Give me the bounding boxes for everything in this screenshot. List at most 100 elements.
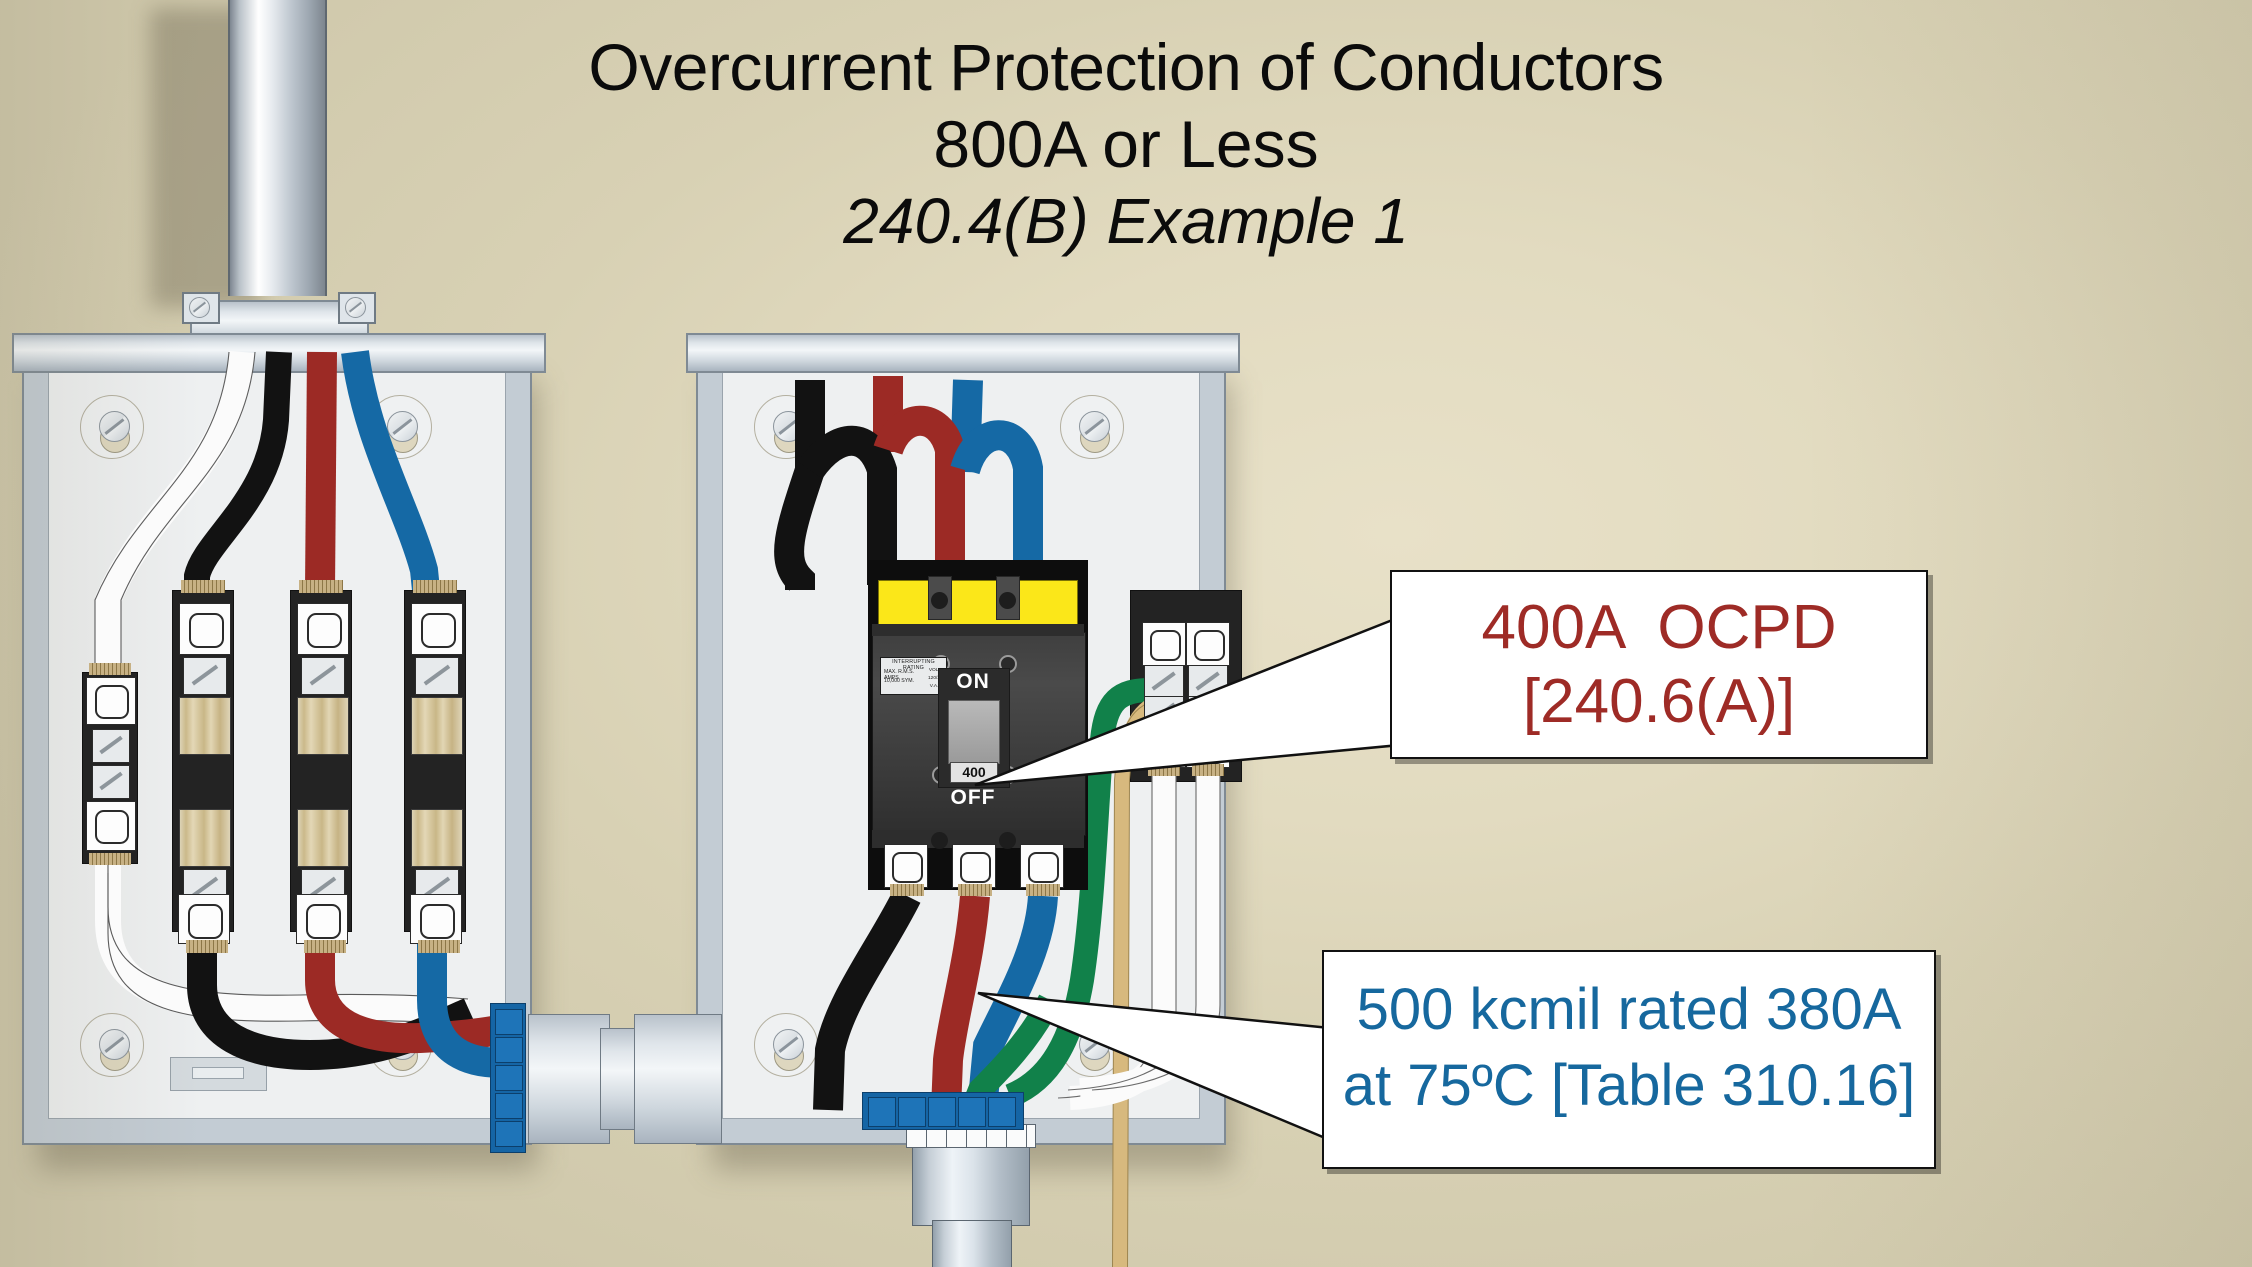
mast-screw-right <box>345 297 366 318</box>
nameplate-line-2: MAX. R.M.S. AMPS <box>884 669 914 681</box>
connector-segment <box>495 1093 523 1119</box>
page-title: Overcurrent Protection of Conductors 800… <box>0 28 2252 260</box>
right-neutral-lug-2[interactable] <box>1186 622 1230 666</box>
breaker-rating-400: 400 <box>950 762 998 783</box>
tb-strands-top-b <box>299 580 343 593</box>
breaker-load-bolt-1 <box>931 832 948 849</box>
left-enclosure-nameplate-slot <box>192 1067 244 1079</box>
breaker-load-lug-open-c <box>1028 852 1059 883</box>
neutral-bar-strands-bottom <box>89 853 131 865</box>
r-screw-head-tr[interactable] <box>1079 411 1110 442</box>
right-neutral-lug-open-1 <box>1150 630 1181 661</box>
conductor-callout-line-2: at 75ºC [Table 310.16] <box>1342 1053 1916 1118</box>
connector-segment <box>495 1009 523 1035</box>
nameplate-line-4: 10,000 SYM. <box>884 678 914 684</box>
screw-head-tr[interactable] <box>387 411 418 442</box>
conductor-callout-line-1: 500 kcmil rated 380A <box>1356 977 1902 1042</box>
tb-busbar-a2 <box>179 809 231 867</box>
tb-strands-bottom-c <box>418 940 460 953</box>
tb-lug-bottom-c[interactable] <box>410 894 462 944</box>
tb-strands-bottom-b <box>304 940 346 953</box>
tb-lug-top-b[interactable] <box>297 603 349 655</box>
bottom-connector-segment <box>868 1097 896 1127</box>
tb-strands-top-a <box>181 580 225 593</box>
breaker-line-shroud <box>878 580 1078 626</box>
breaker-load-lug-open-b <box>960 852 991 883</box>
neutral-lug-top[interactable] <box>86 677 136 725</box>
bottom-connector-segment <box>928 1097 956 1127</box>
nameplate-line-3: VOLTS <box>928 668 945 673</box>
tb-lug-open-c <box>421 613 456 648</box>
bottom-connector-segment <box>898 1097 926 1127</box>
nameplate-line-6: V.A.C. <box>929 684 944 689</box>
tb-lug-top-c[interactable] <box>411 603 463 655</box>
title-line-2: 800A or Less <box>933 107 1319 181</box>
tb-lug-bottom-open-c <box>420 904 455 939</box>
tb-screw-b[interactable] <box>301 657 345 695</box>
mast-screw-left <box>189 297 210 318</box>
nameplate-line-1: INTERRUPTING RATING <box>892 659 935 671</box>
neutral-screw-2[interactable] <box>92 765 130 799</box>
left-neutral-bar <box>82 663 138 865</box>
breaker-load-bolt-2 <box>999 832 1016 849</box>
bottom-conduit-body <box>912 1146 1030 1226</box>
screw-head-bl[interactable] <box>99 1029 130 1060</box>
conduit-mast <box>228 0 327 296</box>
bottom-connector-segment <box>988 1097 1016 1127</box>
title-line-1: Overcurrent Protection of Conductors <box>588 30 1664 104</box>
left-conduit-connector <box>490 1003 526 1153</box>
breaker-top-trim <box>872 624 1084 636</box>
tb-busbar-b1 <box>297 697 349 755</box>
breaker-load-strands-b <box>958 884 992 896</box>
ocpd-callout-line-1: 400A OCPD <box>1481 593 1837 662</box>
tb-busbar-c2 <box>411 809 463 867</box>
connector-segment <box>495 1037 523 1063</box>
breaker-bolt-2 <box>999 592 1016 609</box>
breaker-off-label: OFF <box>950 786 996 809</box>
neutral-lug-opening-2 <box>95 810 129 844</box>
ocpd-callout-line-2: [240.6(A)] <box>1522 667 1796 736</box>
breaker-load-lug-a[interactable] <box>884 844 928 888</box>
tb-lug-bottom-a[interactable] <box>178 894 230 944</box>
tb-lug-open-a <box>189 613 224 648</box>
left-terminal-block-black <box>172 580 234 932</box>
tb-busbar-a1 <box>179 697 231 755</box>
tb-screw-a[interactable] <box>183 657 227 695</box>
ocpd-callout: 400A OCPD [240.6(A)] <box>1390 570 1928 759</box>
breaker-bolt-1 <box>931 592 948 609</box>
right-neutral-strands-2 <box>1192 764 1224 776</box>
connector-segment <box>495 1065 523 1091</box>
title-line-3: 240.4(B) Example 1 <box>843 185 1409 257</box>
tb-lug-open-b <box>307 613 342 648</box>
tb-busbar-b2 <box>297 809 349 867</box>
breaker-load-strands-c <box>1026 884 1060 896</box>
conduit-nipple-right <box>634 1014 722 1144</box>
bottom-conduit-lower <box>932 1220 1012 1267</box>
tb-lug-bottom-b[interactable] <box>296 894 348 944</box>
tb-lug-bottom-open-a <box>188 904 223 939</box>
tb-strands-bottom-a <box>186 940 228 953</box>
neutral-bar-strands <box>89 663 131 675</box>
breaker-load-lug-open-a <box>892 852 923 883</box>
left-terminal-block-blue <box>404 580 466 932</box>
screw-head-tl[interactable] <box>99 411 130 442</box>
bottom-connector-segment <box>958 1097 986 1127</box>
left-terminal-block-red <box>290 580 352 932</box>
neutral-lug-bottom[interactable] <box>86 801 136 851</box>
bottom-conduit-connector <box>862 1092 1024 1130</box>
connector-segment <box>495 1121 523 1147</box>
breaker-on-label: ON <box>956 670 990 693</box>
r-screw-head-bl[interactable] <box>773 1029 804 1060</box>
tb-lug-top-a[interactable] <box>179 603 231 655</box>
neutral-lug-opening <box>95 685 129 719</box>
nameplate-line-5: 120/240 <box>928 676 946 681</box>
breaker-load-strands-a <box>890 884 924 896</box>
tb-strands-top-c <box>413 580 457 593</box>
tb-screw-c[interactable] <box>415 657 459 695</box>
conductor-callout: 500 kcmil rated 380A at 75ºC [Table 310.… <box>1322 950 1936 1169</box>
neutral-screw-1[interactable] <box>92 729 130 763</box>
right-neutral-lug-open-2 <box>1194 630 1225 661</box>
